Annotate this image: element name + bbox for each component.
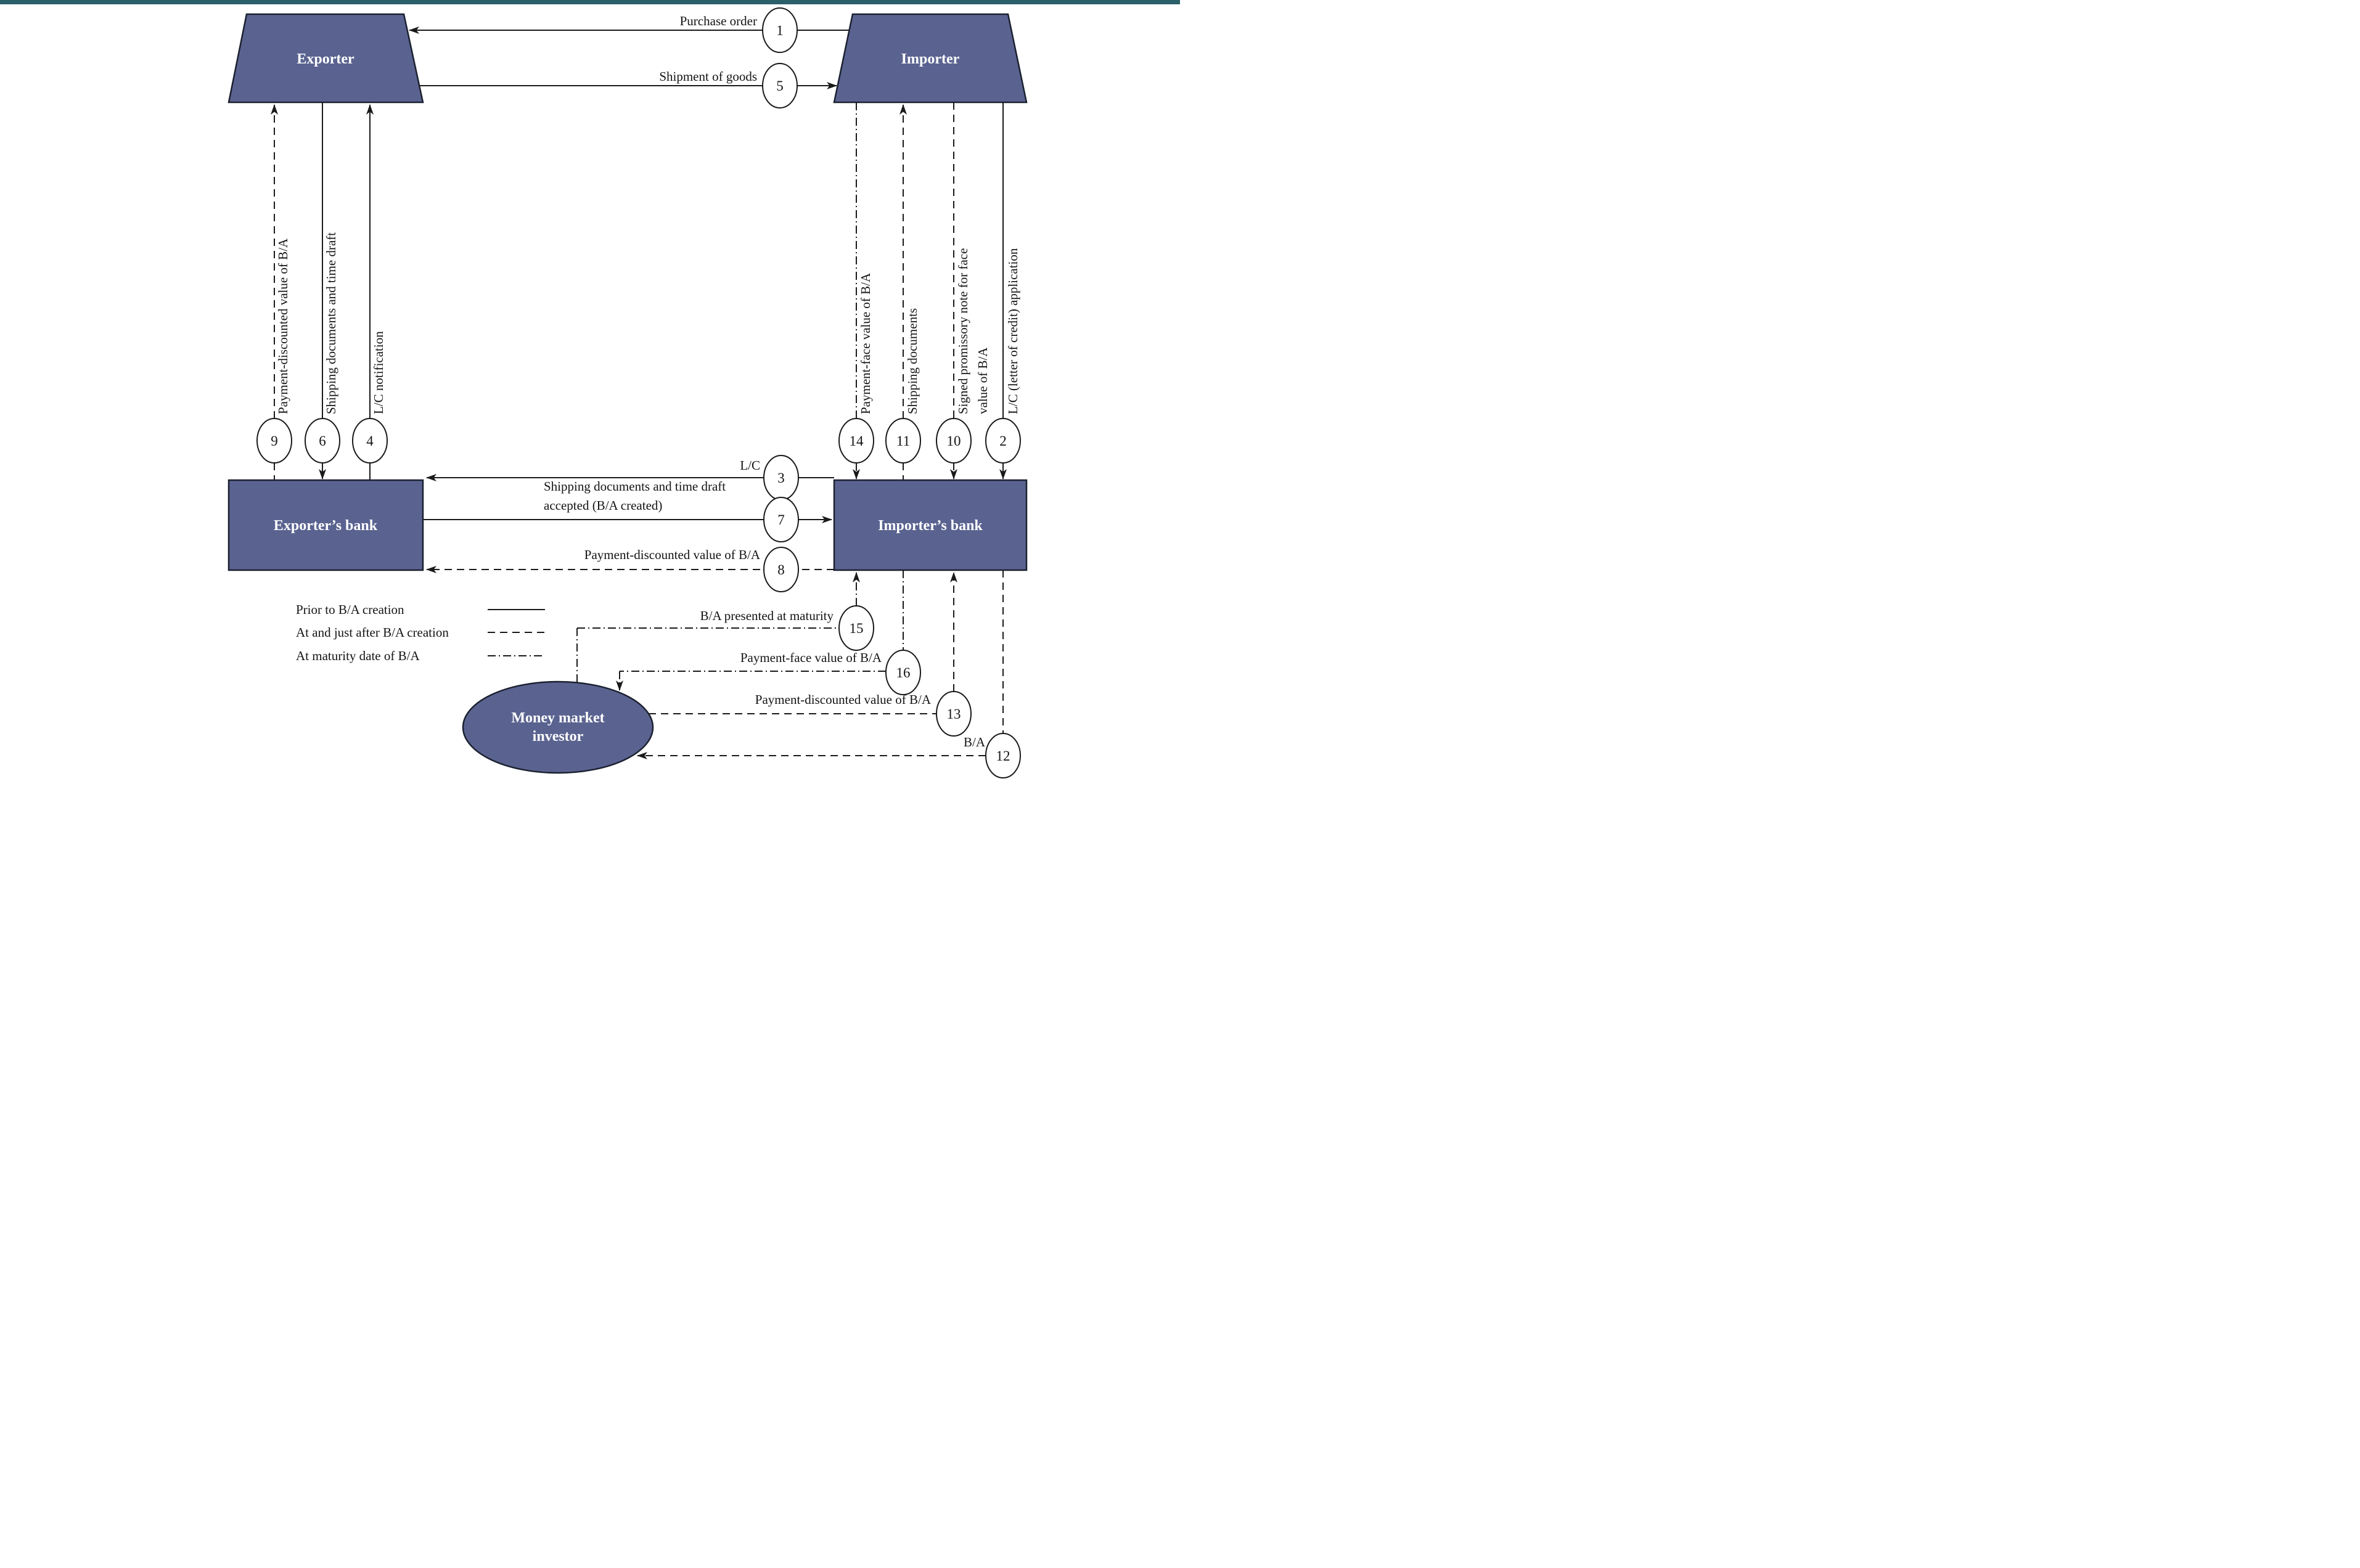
flow-5-badge-num: 5 xyxy=(776,78,784,94)
flow-13-badge xyxy=(936,691,972,737)
flow-12-badge xyxy=(985,733,1021,778)
flow-6-label: Shipping documents and time draft xyxy=(324,232,338,414)
flow-15-badge-num: 15 xyxy=(850,621,864,636)
ba-flow-diagram: Exporter Importer Exporter’s bank Import… xyxy=(227,7,1028,778)
figure-page: Exporter Importer Exporter’s bank Import… xyxy=(0,0,1180,784)
flow-6-badge xyxy=(305,418,340,463)
flow-1-label: Purchase order xyxy=(680,14,757,28)
flow-16-label: Payment-face value of B/A xyxy=(740,650,882,665)
flow-4-badge xyxy=(352,418,388,463)
legend-item-solid-label: Prior to B/A creation xyxy=(296,602,404,617)
node-exporter-label: Exporter xyxy=(297,51,354,67)
flow-10-label-line2: value of B/A xyxy=(975,347,990,414)
node-investor-shape xyxy=(462,680,654,774)
flow-13-badge-num: 13 xyxy=(947,706,961,722)
flow-11-badge-num: 11 xyxy=(896,433,910,449)
node-investor-label-line2: investor xyxy=(533,729,584,745)
flow-1-badge-num: 1 xyxy=(776,23,784,38)
flow-15-badge xyxy=(838,605,874,651)
flow-2-label: L/C (letter of credit) application xyxy=(1006,248,1020,414)
node-importer-bank-label: Importer’s bank xyxy=(878,518,983,534)
flow-3-badge-num: 3 xyxy=(777,470,785,486)
node-exporter-shape xyxy=(227,13,424,104)
flow-7-label-line2: accepted (B/A created) xyxy=(544,498,662,513)
node-exporter-bank-shape xyxy=(227,479,424,571)
flow-14-label: Payment-face value of B/A xyxy=(858,272,873,414)
flow-4-badge-num: 4 xyxy=(366,433,374,449)
legend-item-dashed-label: At and just after B/A creation xyxy=(296,625,449,640)
flow-3-label: L/C xyxy=(740,458,760,473)
flow-5-label: Shipment of goods xyxy=(659,69,757,84)
flow-15-label: B/A presented at maturity xyxy=(700,608,834,623)
flow-16-badge-num: 16 xyxy=(896,665,911,680)
flow-7-badge xyxy=(763,497,799,542)
legend-item-dashdot-label: At maturity date of B/A xyxy=(296,648,420,663)
flow-10-badge xyxy=(936,418,972,463)
node-importer-label: Importer xyxy=(901,51,960,67)
flow-9-badge xyxy=(256,418,292,463)
top-accent-bar xyxy=(0,0,1180,4)
flow-8-badge xyxy=(763,547,799,592)
node-investor-label-line1: Money market xyxy=(511,710,604,726)
flow-6-badge-num: 6 xyxy=(319,433,326,449)
flow-1-badge xyxy=(762,7,798,53)
flow-7-badge-num: 7 xyxy=(777,512,785,528)
flow-12-label: B/A xyxy=(964,735,986,749)
node-importer-bank-shape xyxy=(833,479,1028,571)
flow-8-label: Payment-discounted value of B/A xyxy=(584,547,761,562)
flow-9-label: Payment-discounted value of B/A xyxy=(276,238,290,414)
flow-2-badge xyxy=(985,418,1021,463)
flow-12-badge-num: 12 xyxy=(996,748,1010,764)
flow-10-label-line1: Signed promissory note for face xyxy=(956,248,970,414)
node-exporter-bank-label: Exporter’s bank xyxy=(274,518,378,534)
flow-11-badge xyxy=(885,418,921,463)
flow-16-badge xyxy=(885,650,921,695)
flow-4-label: L/C notification xyxy=(371,331,386,414)
flow-7-label-line1: Shipping documents and time draft xyxy=(544,479,726,494)
flow-8-badge-num: 8 xyxy=(777,562,785,578)
flow-10-badge-num: 10 xyxy=(947,433,961,449)
flow-9-badge-num: 9 xyxy=(271,433,278,449)
flow-11-label: Shipping documents xyxy=(905,308,920,414)
flow-2-badge-num: 2 xyxy=(999,433,1007,449)
node-importer-shape xyxy=(833,13,1028,104)
flow-5-badge xyxy=(762,63,798,108)
flow-14-badge xyxy=(838,418,874,463)
flow-14-badge-num: 14 xyxy=(850,433,864,449)
